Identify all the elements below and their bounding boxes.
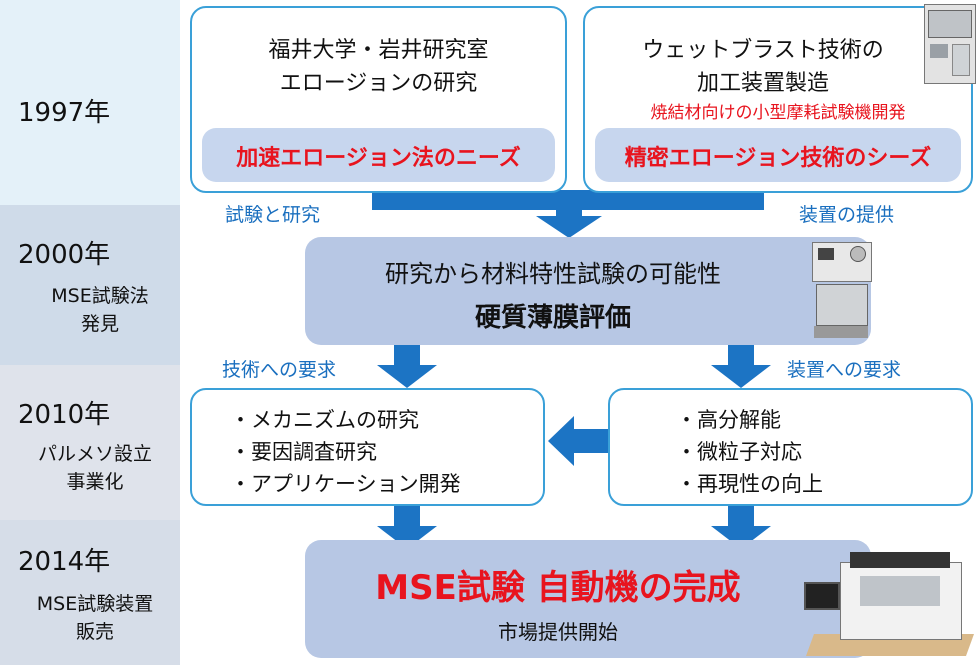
- label-research: 試験と研究: [225, 204, 321, 226]
- arrow-down-center: [536, 216, 602, 238]
- timeline-band-2010: [0, 365, 180, 520]
- label-equipment: 装置の提供: [799, 204, 895, 226]
- arrow-down-left: [377, 365, 437, 388]
- merge-bar: [372, 190, 764, 210]
- arrow-down-final-right: [711, 526, 771, 549]
- label-tech-demand: 技術への要求: [222, 359, 337, 381]
- blast-machine-image: [920, 0, 978, 84]
- final-block: MSE試験 自動機の完成 市場提供開始: [305, 540, 871, 658]
- university-research-box: 福井大学・岩井研究室 エロージョンの研究 加速エロージョン法のニーズ: [190, 6, 567, 193]
- timeline-band-1997: [0, 0, 180, 205]
- discovery-line1: 研究から材料特性試験の可能性: [385, 260, 721, 288]
- tech-item-3: ・アプリケーション開発: [230, 472, 461, 496]
- year-2000: 2000年: [18, 240, 111, 270]
- tech-requirements-box: ・メカニズムの研究 ・要因調査研究 ・アプリケーション開発: [190, 388, 545, 506]
- wetblast-line1: ウェットブラスト技術の: [642, 38, 884, 63]
- university-line1: 福井大学・岩井研究室: [268, 38, 489, 63]
- arrow-down-final-left: [377, 526, 437, 549]
- note-2010: パルメソ設立 事業化: [37, 443, 152, 493]
- note-2014: MSE試験装置 販売: [36, 593, 154, 643]
- arrow-left: [548, 416, 574, 466]
- arrow-down-right: [711, 365, 771, 388]
- wetblast-line2: 加工装置製造: [696, 71, 829, 96]
- year-2010: 2010年: [18, 400, 111, 430]
- timeline-band-2014: [0, 520, 180, 665]
- automatic-machine-image: [800, 548, 976, 660]
- university-line2: エロージョンの研究: [279, 71, 478, 96]
- equip-item-1: ・高分解能: [676, 408, 781, 432]
- final-subtitle: 市場提供開始: [498, 620, 618, 644]
- tester-machine-image: [810, 240, 872, 340]
- seeds-text: 精密エロージョン技術のシーズ: [624, 146, 932, 171]
- discovery-block: 研究から材料特性試験の可能性 硬質薄膜評価: [305, 237, 871, 345]
- equip-item-2: ・微粒子対応: [676, 440, 802, 464]
- equip-item-3: ・再現性の向上: [676, 472, 823, 496]
- note-2000: MSE試験法 発見: [51, 285, 149, 335]
- year-2014: 2014年: [18, 547, 111, 577]
- tech-item-2: ・要因調査研究: [230, 440, 377, 464]
- final-title: MSE試験 自動機の完成: [375, 568, 741, 608]
- seeds-highlight: [595, 128, 961, 182]
- tech-item-1: ・メカニズムの研究: [230, 408, 419, 432]
- wetblast-box: ウェットブラスト技術の 加工装置製造 焼結材向けの小型摩耗試験機開発 精密エロー…: [583, 6, 973, 193]
- wetblast-subnote: 焼結材向けの小型摩耗試験機開発: [650, 103, 906, 123]
- needs-highlight: [202, 128, 555, 182]
- timeline-band-2000: [0, 205, 180, 365]
- equipment-requirements-box: ・高分解能 ・微粒子対応 ・再現性の向上: [608, 388, 973, 506]
- needs-text: 加速エロージョン法のニーズ: [236, 146, 521, 171]
- label-equip-demand: 装置への要求: [787, 359, 902, 381]
- discovery-line2: 硬質薄膜評価: [474, 303, 631, 333]
- year-1997: 1997年: [18, 98, 111, 128]
